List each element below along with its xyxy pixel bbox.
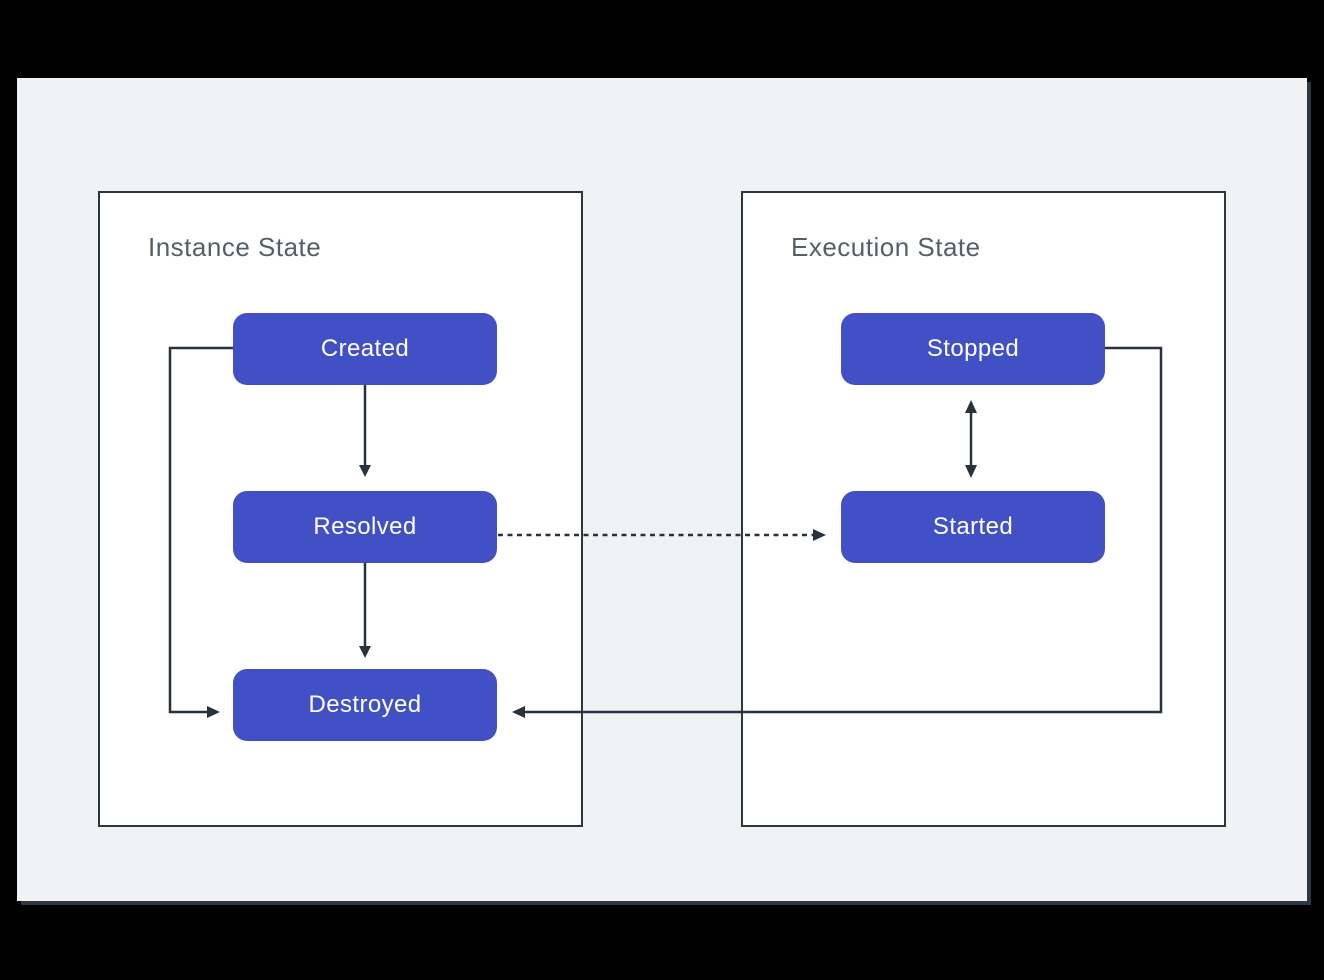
node-started: Started [841, 491, 1105, 563]
node-destroyed: Destroyed [233, 669, 497, 741]
diagram-panel: Instance State Execution State Created R… [17, 78, 1307, 901]
node-resolved: Resolved [233, 491, 497, 563]
execution-state-title: Execution State [791, 232, 981, 262]
node-stopped: Stopped [841, 313, 1105, 385]
node-created: Created [233, 313, 497, 385]
instance-state-title: Instance State [148, 232, 322, 262]
